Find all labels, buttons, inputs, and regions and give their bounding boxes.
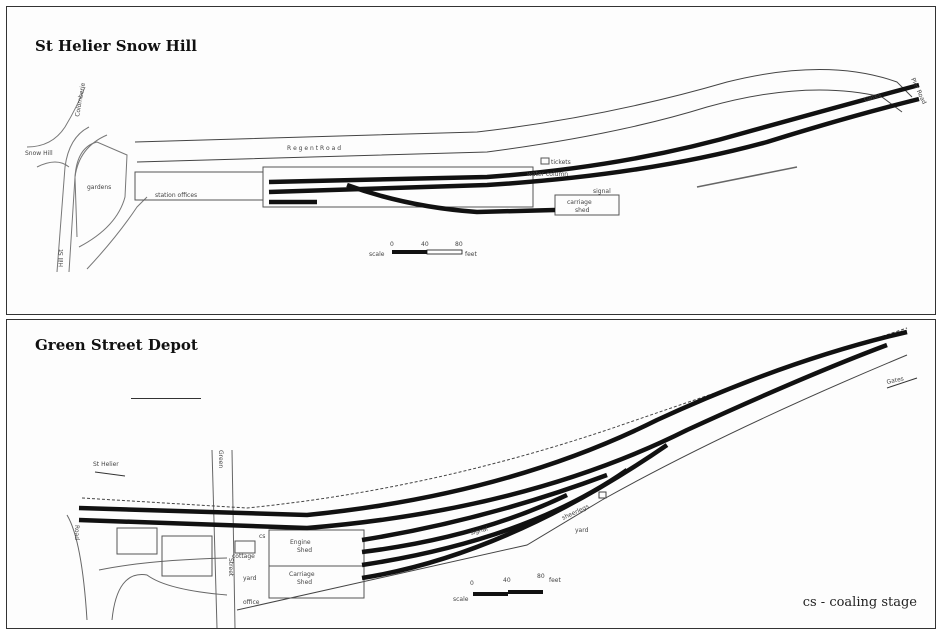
scale-bar: scale 0 40 80 feet	[453, 573, 561, 603]
label-cs: cs	[259, 533, 265, 540]
label-carriage-shed-2: shed	[575, 207, 590, 214]
legend: cs - coaling stage	[802, 595, 917, 610]
scale-label: scale	[453, 596, 469, 603]
label-carriage-shed: carriage	[567, 199, 592, 206]
tracks	[78, 329, 908, 581]
gates-arrow	[886, 377, 918, 389]
label-regent-road: R e g e n t R o a d	[287, 145, 341, 152]
boundary-south	[236, 354, 908, 611]
snow-hill-plan-panel: Snow Hill Colomberie gardens Hill St R e…	[6, 6, 936, 315]
sheerlegs-marker	[598, 491, 607, 499]
label-snow-hill: Snow Hill	[25, 150, 53, 157]
label-gates: Gates	[863, 91, 882, 104]
title-rule	[131, 398, 201, 399]
scale-tick-0: 0	[470, 580, 474, 587]
label-water-column: water column	[527, 171, 568, 178]
scale-tick-40: 40	[421, 241, 429, 248]
st-helier-arrow	[94, 471, 126, 477]
label-office: office	[243, 599, 260, 606]
streets	[66, 449, 236, 628]
label-carriage-shed-2: Shed	[297, 579, 312, 586]
label-road: Road	[73, 525, 80, 540]
regent-road-south-edge	[136, 89, 903, 163]
scale-tick-80: 80	[455, 241, 463, 248]
label-signal: signal	[470, 525, 489, 536]
label-signal: signal	[593, 188, 611, 195]
depot-buildings	[116, 527, 365, 599]
regent-road-north-edge	[134, 69, 913, 143]
station-buildings	[134, 157, 620, 216]
label-cottage: cottage	[232, 553, 255, 560]
platform-edge	[696, 166, 798, 188]
label-yard: yard	[243, 575, 257, 582]
scale-tick-40: 40	[503, 577, 511, 584]
label-gardens: gardens	[87, 184, 111, 191]
plan-title: Green Street Depot	[35, 336, 198, 354]
label-tickets: tickets	[551, 159, 571, 166]
label-carriage-shed: Carriage	[289, 571, 315, 578]
scale-tick-0: 0	[390, 241, 394, 248]
streets	[26, 86, 148, 273]
label-st-helier: St Helier	[93, 461, 119, 468]
tracks	[268, 82, 920, 215]
label-hill-st: Hill St	[58, 249, 65, 267]
label-engine-shed: Engine	[290, 539, 311, 546]
label-yard-2: yard	[575, 527, 589, 534]
scale-unit: feet	[549, 577, 561, 584]
plan-title: St Helier Snow Hill	[35, 37, 197, 55]
label-street: Street	[227, 558, 234, 577]
scale-bar: scale 0 40 80 feet	[369, 241, 477, 258]
green-street-plan-panel: St Helier Green Street Road cs cottage E…	[6, 319, 936, 629]
scale-unit: feet	[465, 251, 477, 258]
label-engine-shed-2: Shed	[297, 547, 312, 554]
scale-label: scale	[369, 251, 385, 258]
scale-tick-80: 80	[537, 573, 545, 580]
label-station-offices: station offices	[155, 192, 197, 199]
snow-hill-track-plan: Snow Hill Colomberie gardens Hill St R e…	[25, 69, 928, 273]
label-colomberie: Colomberie	[74, 82, 87, 117]
green-street-track-plan: St Helier Green Street Road cs cottage E…	[66, 327, 918, 628]
label-gates: Gates	[886, 375, 905, 385]
label-green: Green	[217, 450, 224, 468]
